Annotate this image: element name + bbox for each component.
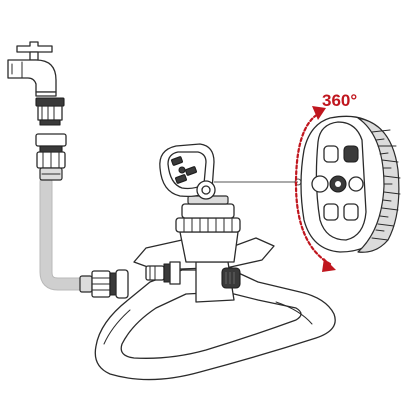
- head-detail-view: [300, 115, 401, 253]
- sprinkler-column: [175, 195, 241, 263]
- tap-connector: [35, 97, 65, 126]
- rotation-arrow-360: [294, 106, 336, 272]
- hose-connector-top: [35, 133, 67, 181]
- rotation-label: 360°: [322, 91, 357, 110]
- hose-connector-bottom: [79, 269, 129, 299]
- water-tap: [7, 41, 57, 97]
- detail-leader-line: [214, 178, 302, 186]
- garden-hose: [39, 175, 89, 291]
- sprinkler-inlet: [145, 261, 181, 285]
- detail-nozzles: [311, 145, 364, 221]
- sprinkler-head[interactable]: [159, 143, 216, 200]
- adjustment-knob[interactable]: [221, 267, 241, 289]
- sprinkler-base: [94, 269, 336, 381]
